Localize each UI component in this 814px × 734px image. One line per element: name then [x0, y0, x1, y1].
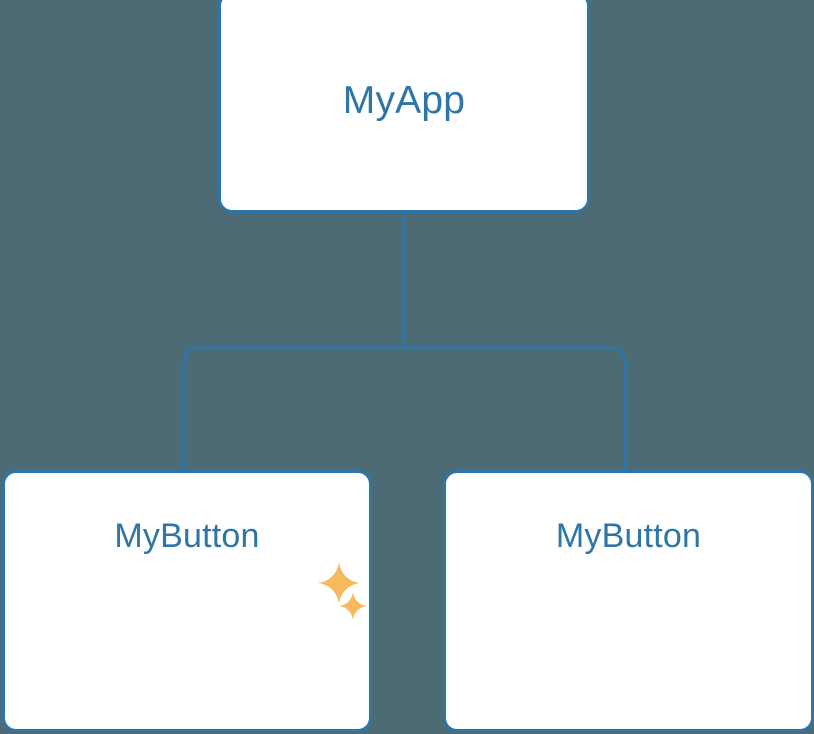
- sparkle-icon: [318, 562, 360, 604]
- component-card-mybutton-left[interactable]: MyButton: [2, 470, 372, 732]
- component-card-myapp[interactable]: MyApp: [218, 0, 590, 213]
- component-title-mybutton-right: MyButton: [555, 517, 702, 555]
- component-title-mybutton-left: MyButton: [114, 517, 260, 555]
- connector-branch-left: [182, 346, 404, 472]
- sparkle-icon: [339, 592, 367, 620]
- component-card-mybutton-right[interactable]: MyButton: [443, 470, 814, 732]
- connector-branch-right: [404, 346, 627, 472]
- component-title-myapp: MyApp: [342, 79, 466, 122]
